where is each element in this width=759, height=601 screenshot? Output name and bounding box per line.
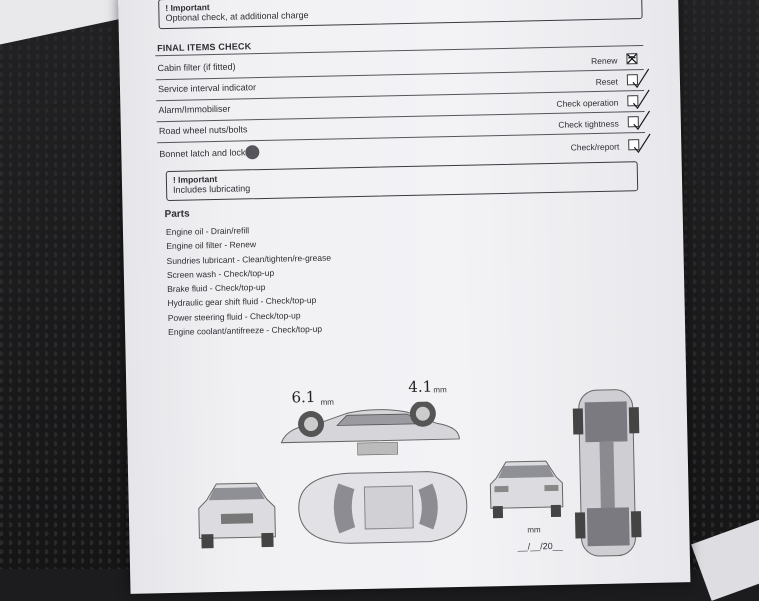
thumb-smudge xyxy=(245,145,260,160)
bottom-unit: mm xyxy=(527,525,541,535)
check-action: Renew xyxy=(590,55,618,67)
checkbox[interactable] xyxy=(626,68,650,89)
car-underside-diagram xyxy=(572,389,642,557)
check-label: Bonnet latch and lock xyxy=(159,147,246,160)
check-row-service-interval: Service interval indicator Reset xyxy=(157,68,650,100)
car-side-view-diagram xyxy=(280,400,460,456)
important-note-top: Important Optional check, at additional … xyxy=(158,0,643,30)
section-heading: FINAL ITEMS CHECK xyxy=(157,41,252,54)
check-action: Check/report xyxy=(570,141,620,153)
check-action: Check tightness xyxy=(558,118,619,130)
check-label: Road wheel nuts/bolts xyxy=(158,124,248,137)
check-label: Alarm/Immobiliser xyxy=(158,103,231,116)
check-label: Cabin filter (if fitted) xyxy=(157,61,236,74)
check-label: Service interval indicator xyxy=(157,82,257,95)
parts-heading: Parts xyxy=(164,208,190,221)
tick-mark-icon xyxy=(632,89,650,110)
checkbox[interactable] xyxy=(628,133,651,154)
check-row-wheel-nuts: Road wheel nuts/bolts Check tightness xyxy=(158,110,651,142)
checkbox[interactable] xyxy=(626,53,638,65)
service-sheet: Important Optional check, at additional … xyxy=(118,0,691,594)
car-rear-view-diagram xyxy=(489,460,564,519)
cross-mark-icon xyxy=(626,53,638,64)
rear-tread-value: 4.1 xyxy=(408,377,433,397)
car-top-view-diagram xyxy=(298,471,468,544)
tick-mark-icon xyxy=(633,110,651,131)
date-field[interactable]: __/__/20__ xyxy=(517,540,563,552)
check-row-cabin-filter: Cabin filter (if fitted) Renew xyxy=(157,49,639,79)
check-row-alarm: Alarm/Immobiliser Check operation xyxy=(158,89,650,121)
check-row-bonnet-latch: Bonnet latch and lock Check/report xyxy=(159,133,651,165)
rear-tread-unit: mm xyxy=(433,385,447,395)
parts-list: Engine oil - Drain/refill Engine oil fil… xyxy=(166,222,333,340)
important-note-mid: Important Includes lubricating xyxy=(165,161,639,202)
tick-mark-icon xyxy=(632,68,650,89)
checkbox[interactable] xyxy=(627,110,651,131)
tick-mark-icon xyxy=(633,133,651,154)
check-action: Reset xyxy=(595,76,619,88)
check-action: Check operation xyxy=(556,97,619,109)
car-front-view-diagram xyxy=(198,482,276,549)
list-item: Engine coolant/antifreeze - Check/top-up xyxy=(167,323,323,338)
checkbox[interactable] xyxy=(627,89,650,110)
